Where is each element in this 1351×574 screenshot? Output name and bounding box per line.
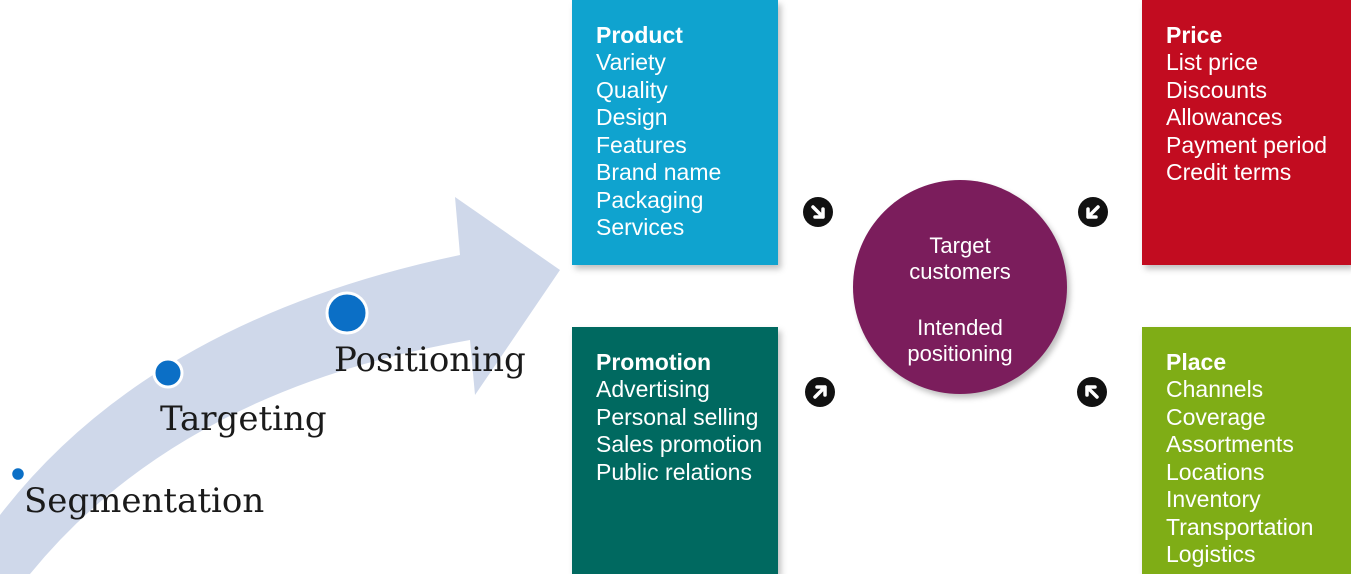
product-item: Quality	[596, 76, 668, 103]
segmentation-dot	[9, 465, 27, 483]
product-item: Brand name	[596, 159, 722, 185]
price-items: List price Discounts Allowances Payment …	[1166, 49, 1351, 187]
price-item: Credit terms	[1166, 159, 1292, 185]
arrow-up-right-icon	[805, 377, 835, 407]
promotion-item: Advertising	[596, 376, 710, 402]
product-item: Features	[596, 131, 687, 158]
promotion-box: Promotion Advertising Personal selling S…	[572, 327, 778, 574]
center-line: Intended	[917, 315, 1003, 340]
product-item: Variety	[596, 49, 666, 75]
price-item: Payment period	[1166, 131, 1328, 158]
arrow-down-right-icon	[803, 197, 833, 227]
place-item: Inventory	[1166, 486, 1261, 512]
center-line: positioning	[907, 341, 1013, 366]
place-item: Assortments	[1166, 431, 1294, 457]
arrow-up-left-icon	[1077, 377, 1107, 407]
product-item: Services	[596, 214, 685, 240]
promotion-title: Promotion	[596, 349, 711, 375]
place-box: Place Channels Coverage Assortments Loca…	[1142, 327, 1351, 574]
segmentation-label: Segmentation	[24, 481, 265, 521]
positioning-label: Positioning	[334, 340, 526, 380]
place-title: Place	[1166, 349, 1227, 375]
product-item: Packaging	[596, 186, 704, 213]
promotion-items: Advertising Personal selling Sales promo…	[596, 376, 778, 486]
center-line: Target	[929, 233, 991, 258]
arrow-down-left-icon	[1078, 197, 1108, 227]
price-title: Price	[1166, 22, 1223, 48]
center-line: customers	[909, 259, 1011, 284]
place-items: Channels Coverage Assortments Locations …	[1166, 376, 1351, 569]
price-item: Allowances	[1166, 104, 1283, 130]
intended-positioning-text: Intended positioning	[853, 315, 1067, 367]
product-item: Design	[596, 104, 668, 130]
price-item: Discounts	[1166, 76, 1267, 103]
price-box: Price List price Discounts Allowances Pa…	[1142, 0, 1351, 265]
promotion-item: Sales promotion	[596, 431, 763, 457]
product-items: Variety Quality Design Features Brand na…	[596, 49, 778, 242]
target-customers-text: Target customers	[853, 233, 1067, 285]
arrow-body	[0, 197, 560, 574]
place-item: Coverage	[1166, 403, 1266, 430]
price-item: List price	[1166, 49, 1259, 75]
place-item: Locations	[1166, 458, 1265, 485]
product-title: Product	[596, 22, 683, 48]
positioning-dot	[325, 291, 369, 335]
product-box: Product Variety Quality Design Features …	[572, 0, 778, 265]
target-customers-circle: Target customers Intended positioning	[853, 180, 1067, 394]
place-item: Channels	[1166, 376, 1264, 402]
place-item: Transportation	[1166, 513, 1314, 540]
promotion-item: Public relations	[596, 458, 752, 485]
targeting-dot	[152, 357, 184, 389]
targeting-label: Targeting	[160, 399, 327, 439]
promotion-item: Personal selling	[596, 403, 759, 430]
place-item: Logistics	[1166, 541, 1256, 567]
